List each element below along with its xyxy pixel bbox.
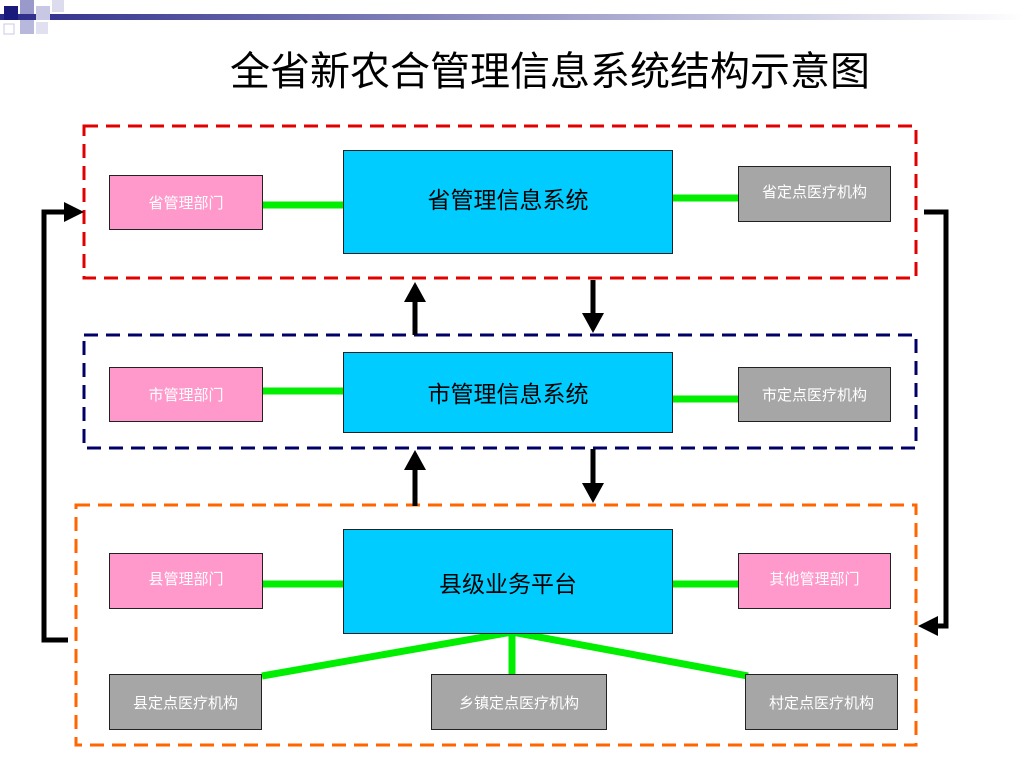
arrow-right-head	[918, 616, 938, 636]
arrow-left-head	[64, 202, 84, 222]
county-admin-dept: 县管理部门	[109, 553, 263, 609]
city-group-border	[82, 333, 918, 450]
county-group-border	[74, 503, 918, 747]
township-designated-institution: 乡镇定点医疗机构	[431, 674, 607, 730]
city-info-system: 市管理信息系统	[343, 352, 673, 433]
other-admin-dept: 其他管理部门	[738, 553, 891, 609]
city-admin-dept: 市管理部门	[109, 367, 263, 422]
province-group-border	[82, 124, 918, 280]
corner-decoration	[0, 0, 1024, 35]
province-admin-dept: 省管理部门	[109, 175, 263, 230]
village-designated-institution: 村定点医疗机构	[745, 674, 898, 730]
arrow-county-to-province-left	[41, 209, 68, 643]
arrow-city-to-county-head	[582, 483, 604, 503]
connector-village-institution	[511, 628, 749, 680]
province-info-system: 省管理信息系统	[343, 150, 673, 254]
arrow-city-to-province-head	[404, 282, 426, 302]
city-designated-institution: 市定点医疗机构	[738, 367, 891, 422]
arrow-province-to-city-head	[582, 313, 604, 333]
county-business-platform: 县级业务平台	[343, 529, 673, 634]
province-designated-institution: 省定点医疗机构	[738, 166, 891, 222]
county-designated-institution: 县定点医疗机构	[109, 674, 262, 730]
page-title: 全省新农合管理信息系统结构示意图	[230, 49, 870, 95]
connector-county-institution	[261, 628, 513, 680]
arrow-county-to-city-head	[404, 450, 426, 470]
arrow-province-to-county-right	[924, 209, 949, 629]
